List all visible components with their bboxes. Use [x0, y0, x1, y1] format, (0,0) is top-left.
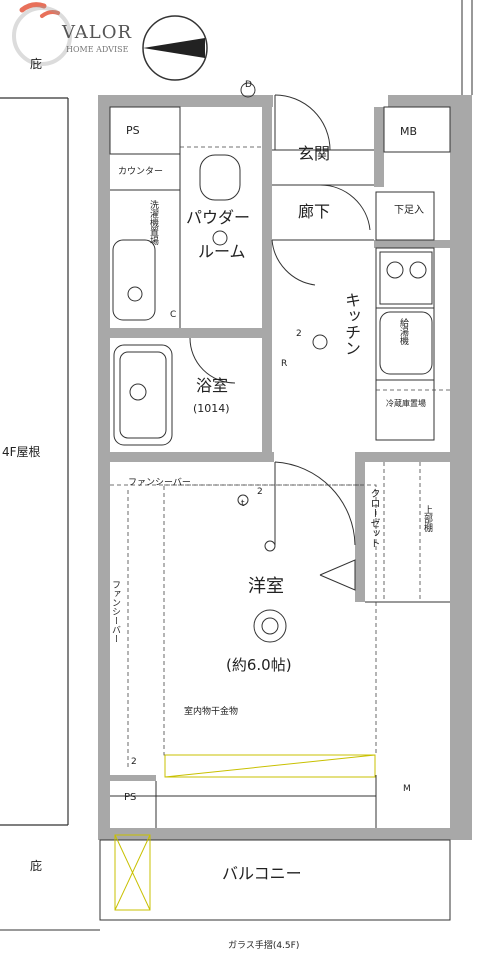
roof-4f-label: 4F屋根 [2, 445, 41, 459]
powder-room-label-2: ルーム [198, 242, 246, 261]
western-room-label: 洋室 [248, 576, 284, 597]
fridge-label: 冷蔵庫置場 [386, 399, 426, 408]
ps-bottom-label: PS [124, 792, 137, 803]
brand-logo: VALOR HOME ADVISE [0, 0, 160, 70]
laundry-hardware-label: 室内物干金物 [184, 707, 239, 717]
rouka-label: 廊下 [298, 202, 331, 221]
genkan-label: 玄関 [298, 144, 331, 163]
bath-label: 浴室 [196, 376, 229, 395]
hot-water-label: 給湯機 [398, 318, 408, 345]
compass-icon [142, 15, 208, 81]
washer-label: 洗濯機置場 [148, 200, 158, 245]
logo-mark-icon [12, 2, 72, 66]
hisashi-top-label: 庇 [30, 57, 43, 71]
mark-2c: 2 [131, 757, 137, 767]
mark-2b: 2 [257, 487, 263, 497]
western-room-size: (約6.0帖) [226, 656, 292, 674]
powder-room-label-1: パウダー [186, 208, 251, 227]
balcony-label: バルコニー [222, 864, 302, 883]
logo-name: VALOR [62, 22, 133, 43]
shoe-box-label: 下足入 [394, 205, 424, 216]
upper-shelf-label: 上部棚 [422, 505, 432, 532]
fan-bar-horizontal: ファンシーバー [128, 478, 191, 488]
mark-c: C [170, 310, 177, 320]
walls [98, 95, 462, 840]
mark-d: D [245, 80, 252, 90]
closet-label: クローゼット [368, 488, 379, 548]
hisashi-bottom-label: 庇 [30, 859, 43, 873]
logo-tagline: HOME ADVISE [66, 45, 129, 54]
counter-label: カウンター [118, 167, 164, 177]
glass-rail-label: ガラス手摺(4.5F) [228, 941, 300, 951]
mark-m: M [403, 784, 411, 794]
kitchen-label: キッチン [342, 292, 361, 356]
mark-t: t [241, 499, 245, 509]
fan-bar-vertical: ファンシーバー [110, 580, 120, 643]
bath-size-label: (1014) [193, 402, 230, 415]
mb-label: MB [400, 125, 418, 138]
mark-r: R [281, 359, 288, 369]
mark-2a: 2 [296, 329, 302, 339]
ps-top-label: PS [126, 124, 140, 137]
